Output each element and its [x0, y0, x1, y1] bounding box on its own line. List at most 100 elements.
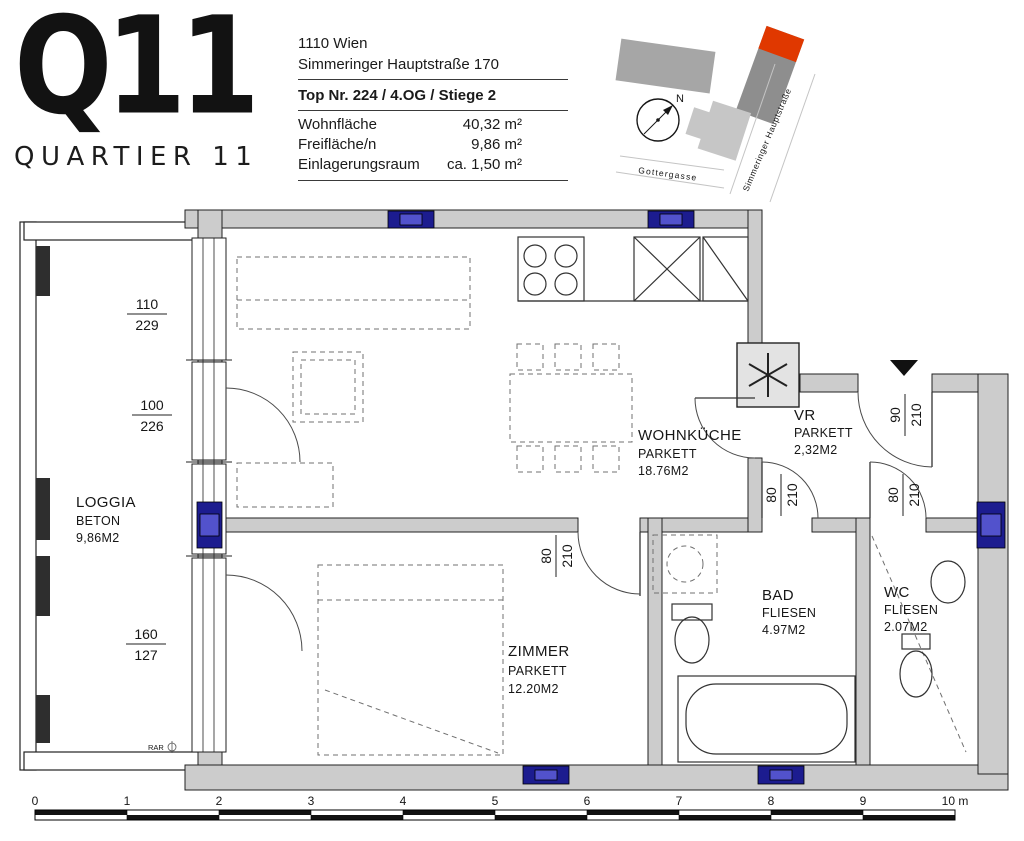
svg-text:210: 210: [906, 483, 922, 507]
railing-post: [36, 478, 50, 540]
floor-plan: 110 229 100 226 160 127 80 210 80 210 80: [19, 209, 1009, 821]
area-value: ca. 1,50 m²: [446, 156, 522, 173]
wall-marker: [976, 501, 1006, 549]
dimension-win1: 110 229: [127, 296, 167, 333]
sink-unit: [633, 236, 701, 302]
area-label: Wohnfläche: [298, 116, 377, 133]
window: [191, 237, 227, 361]
railing-post: [36, 556, 50, 616]
svg-text:0: 0: [32, 794, 39, 808]
shaft-star-icon: [748, 353, 788, 397]
bathtub: [677, 675, 856, 763]
wall-markers: [196, 210, 1006, 785]
site-building-target: [735, 25, 805, 125]
dimension-win2: 100 226: [132, 397, 172, 434]
area-row-wohnflaeche: Wohnfläche 40,32 m²: [298, 115, 568, 135]
svg-text:226: 226: [140, 418, 164, 434]
railing-post: [36, 695, 50, 743]
svg-text:RAR: RAR: [148, 743, 164, 752]
dimension-door-entry: 90 210: [887, 394, 924, 436]
street-line: [615, 171, 725, 189]
svg-text:80: 80: [885, 487, 901, 503]
room-label-loggia: LOGGIA BETON 9,86M2: [76, 494, 136, 545]
doors: [225, 360, 933, 652]
svg-text:2: 2: [216, 794, 223, 808]
chair: [516, 445, 544, 473]
site-map: Gottergasse Simmeringer Hauptstraße N: [615, 25, 816, 203]
svg-text:4.97M2: 4.97M2: [762, 623, 806, 637]
room-label-wohnkueche: WOHNKÜCHE PARKETT 18.76M2: [638, 426, 741, 478]
washbasin: [671, 603, 713, 664]
street-line: [769, 73, 816, 203]
dining-set: [509, 343, 633, 473]
scale-bar: 0 1 2 3 4 5 6 7 8 9 10 m: [32, 794, 969, 821]
area-table: Wohnfläche 40,32 m² Freifläche/n 9,86 m²…: [298, 111, 568, 181]
room-label-wc: WC FLIESEN 2.07M2: [884, 584, 938, 634]
rar-annotation: RAR: [148, 741, 177, 753]
door-arc-entry: [857, 391, 933, 468]
unit-info: 1110 Wien Simmeringer Hauptstraße 170 To…: [298, 33, 568, 181]
svg-text:2,32M2: 2,32M2: [794, 443, 838, 457]
address-city: 1110 Wien: [298, 35, 368, 52]
address-street: Simmeringer Hauptstraße 170: [298, 54, 568, 80]
street-line: [619, 155, 725, 171]
svg-text:PARKETT: PARKETT: [794, 426, 853, 440]
svg-text:VR: VR: [794, 407, 816, 424]
svg-text:4: 4: [400, 794, 407, 808]
room-label-zimmer: ZIMMER PARKETT 12.20M2: [508, 643, 570, 696]
room-label-bad: BAD FLIESEN 4.97M2: [762, 587, 816, 637]
svg-text:BAD: BAD: [762, 587, 794, 604]
entry-marker-icon: [890, 360, 918, 376]
area-label: Freifläche/n: [298, 136, 377, 153]
svg-text:ZIMMER: ZIMMER: [508, 643, 570, 660]
svg-text:127: 127: [134, 647, 158, 663]
area-value: 9,86 m²: [471, 136, 522, 153]
dimension-door-zimmer: 80 210: [538, 535, 575, 577]
door-arc-wc: [869, 461, 927, 519]
bed: [317, 564, 504, 756]
svg-text:80: 80: [763, 487, 779, 503]
wall-marker: [196, 501, 223, 549]
stove: [517, 236, 585, 302]
room-label-vr: VR PARKETT 2,32M2: [794, 407, 853, 457]
loggia-structure: [19, 221, 201, 771]
area-label: Einlagerungsraum: [298, 156, 420, 173]
sideboard: [236, 256, 471, 330]
svg-text:FLIESEN: FLIESEN: [762, 606, 816, 620]
svg-text:160: 160: [134, 626, 158, 642]
svg-text:PARKETT: PARKETT: [508, 664, 567, 678]
window: [191, 361, 227, 461]
svg-text:110: 110: [136, 296, 159, 312]
wall-marker: [522, 765, 570, 785]
dimension-door-bad: 80 210: [763, 474, 800, 516]
svg-text:LOGGIA: LOGGIA: [76, 494, 136, 511]
svg-text:18.76M2: 18.76M2: [638, 464, 689, 478]
logo-q11: Q11: [14, 0, 260, 146]
side-table: [292, 351, 364, 423]
area-row-einlagerungsraum: Einlagerungsraum ca. 1,50 m²: [298, 155, 568, 175]
toilet: [899, 633, 933, 698]
dimension-win3: 160 127: [126, 626, 166, 663]
area-row-freiflaeche: Freifläche/n 9,86 m²: [298, 135, 568, 155]
svg-text:6: 6: [584, 794, 591, 808]
logo-quartier: QUARTIER 11: [14, 142, 259, 172]
compass: N: [636, 93, 684, 142]
svg-text:10 m: 10 m: [942, 794, 969, 808]
svg-text:210: 210: [784, 483, 800, 507]
dimension-door-wc: 80 210: [885, 474, 922, 516]
svg-text:PARKETT: PARKETT: [638, 447, 697, 461]
svg-text:8: 8: [768, 794, 775, 808]
svg-text:9,86M2: 9,86M2: [76, 531, 120, 545]
compass-arrow: [663, 105, 673, 115]
svg-text:229: 229: [135, 317, 159, 333]
svg-text:3: 3: [308, 794, 315, 808]
loggia-windows: [186, 237, 232, 753]
door-arc-loggia-zimmer: [225, 574, 303, 652]
furniture: [236, 256, 633, 756]
svg-text:9: 9: [860, 794, 867, 808]
site-building-left: [615, 38, 716, 94]
site-building-lower: [685, 100, 752, 161]
cabinet: [236, 462, 334, 508]
washing-machine: [652, 534, 718, 594]
